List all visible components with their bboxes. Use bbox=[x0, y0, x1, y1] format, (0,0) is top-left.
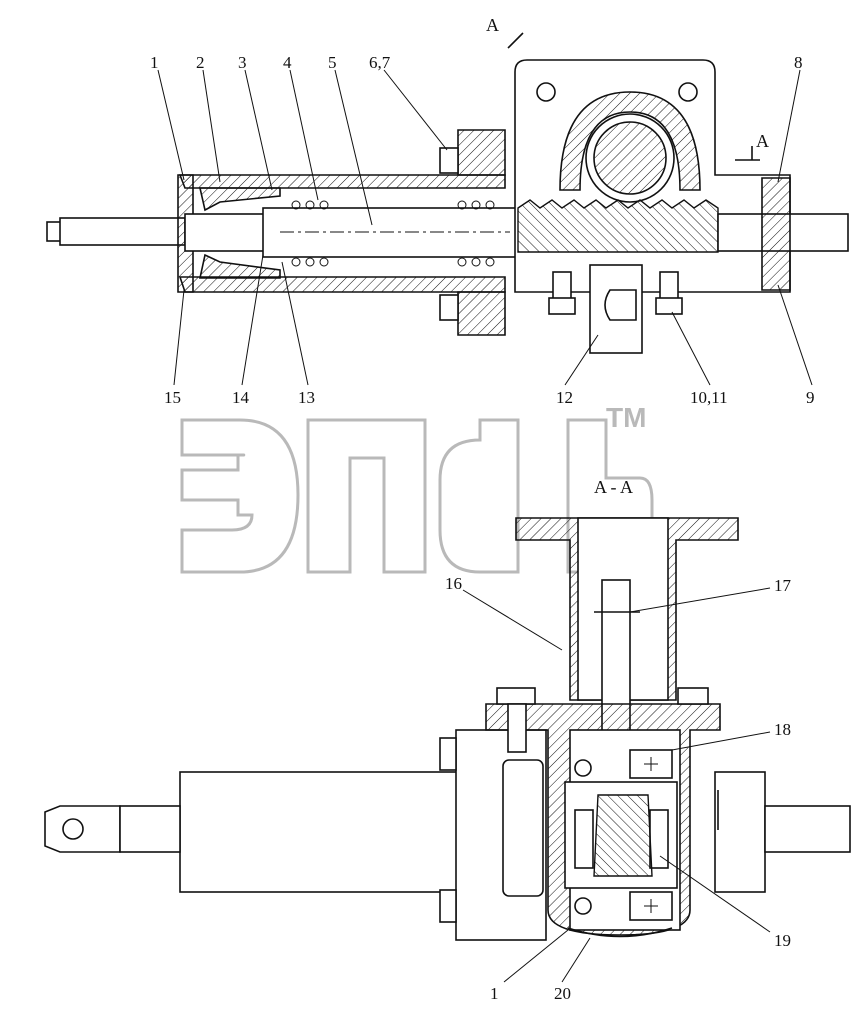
section-marker-a-right: A bbox=[756, 131, 769, 151]
callout-leaders-section bbox=[462, 587, 771, 983]
callout-15: 15 bbox=[164, 388, 181, 407]
section-title: A - A bbox=[594, 477, 633, 497]
callout-19: 19 bbox=[774, 931, 791, 950]
callout-14: 14 bbox=[232, 388, 250, 407]
callout-leaders-top bbox=[157, 69, 813, 386]
callout-18: 18 bbox=[774, 720, 791, 739]
spring-left bbox=[291, 200, 329, 267]
callout-2: 2 bbox=[196, 53, 205, 72]
callout-8: 8 bbox=[794, 53, 803, 72]
callout-20: 20 bbox=[554, 984, 571, 1003]
top-view-section bbox=[46, 32, 849, 354]
callout-3: 3 bbox=[238, 53, 247, 72]
callout-17: 17 bbox=[774, 576, 792, 595]
section-a-a-view bbox=[44, 517, 851, 941]
callout-5: 5 bbox=[328, 53, 337, 72]
callout-6-7: 6,7 bbox=[369, 53, 391, 72]
callout-9: 9 bbox=[806, 388, 815, 407]
callout-1-section: 1 bbox=[490, 984, 499, 1003]
callout-12: 12 bbox=[556, 388, 573, 407]
callout-4: 4 bbox=[283, 53, 292, 72]
callout-13: 13 bbox=[298, 388, 315, 407]
watermark-tm: TM bbox=[606, 402, 646, 433]
section-marker-a: A bbox=[486, 15, 499, 35]
callout-16: 16 bbox=[445, 574, 462, 593]
watermark-logo: TM bbox=[180, 402, 654, 574]
callout-1-top: 1 bbox=[150, 53, 159, 72]
callout-10-11: 10,11 bbox=[690, 388, 728, 407]
spring-right bbox=[457, 200, 495, 267]
